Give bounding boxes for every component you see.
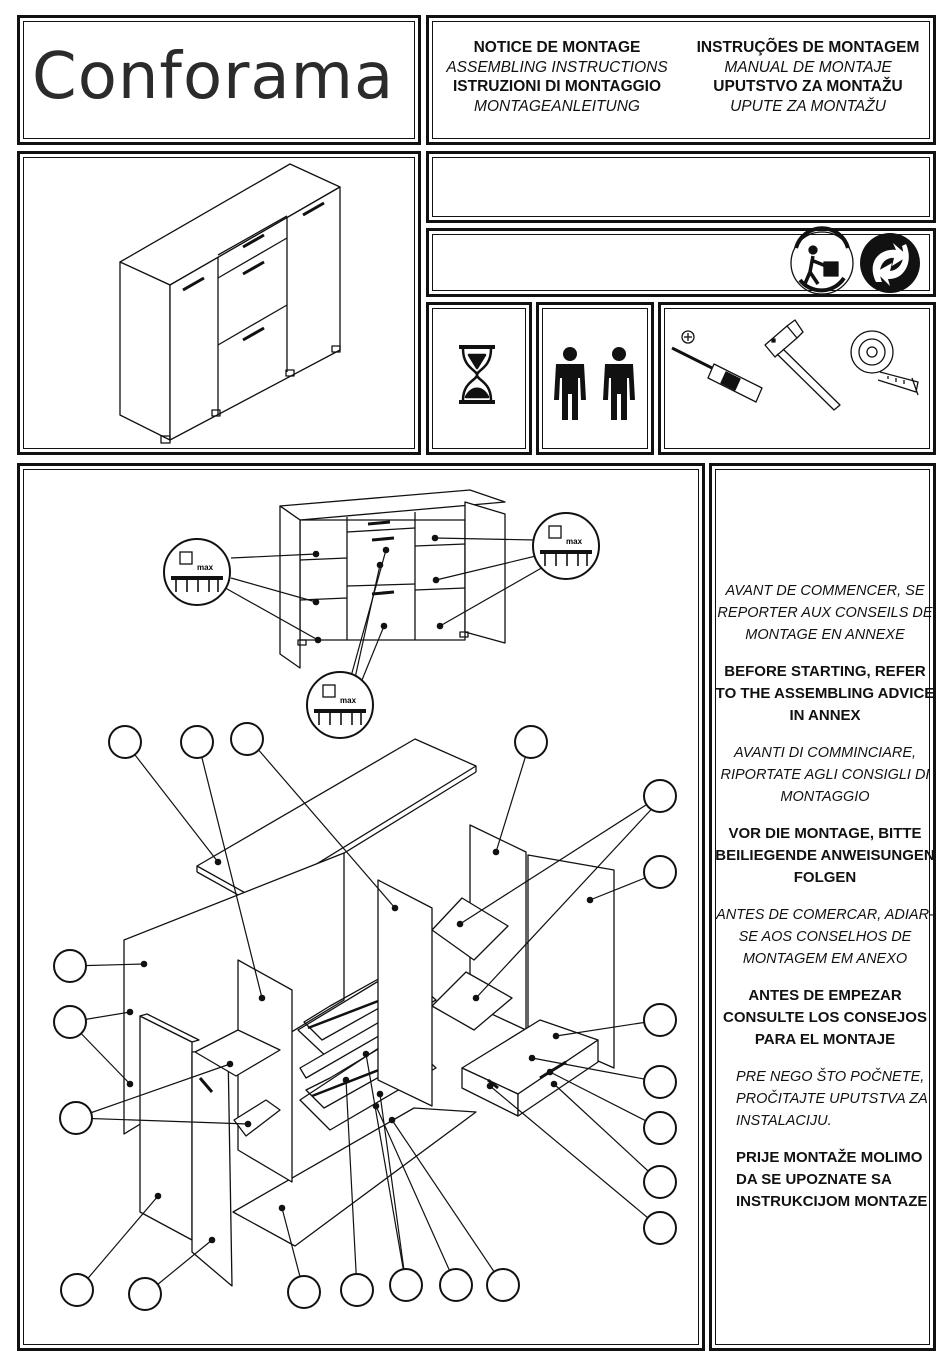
part-callout	[53, 1005, 87, 1039]
advice-es: ANTES DE EMPEZAR CONSULTE LOS CONSEJOS P…	[723, 987, 927, 1048]
part-callout	[180, 725, 214, 759]
product-box	[17, 151, 421, 455]
title-box	[426, 15, 936, 145]
part-callout	[643, 1003, 677, 1037]
part-callout	[128, 1277, 162, 1311]
part-callout	[340, 1273, 374, 1307]
part-callout	[643, 855, 677, 889]
hammer-icon	[764, 319, 841, 411]
tools-box	[658, 302, 936, 455]
cabinet-front-illustration	[279, 489, 506, 669]
title-it: ISTRUZIONI DI MONTAGGIO	[452, 78, 662, 95]
green-dot-icon	[860, 233, 920, 293]
weight-label-left: max	[197, 563, 214, 572]
tape-measure-icon	[850, 330, 919, 396]
exploded-view-box	[17, 463, 705, 1351]
advice-fr: AVANT DE COMMENCER, SE REPORTER AUX CONS…	[717, 583, 933, 643]
advice-rs: PRE NEGO ŠTO POČNETE, PROČITAJTE UPUTSTV…	[736, 1069, 928, 1129]
recycle-person-icon	[790, 226, 854, 295]
brand-logo: Conforama	[32, 40, 395, 114]
part-callout	[230, 722, 264, 756]
advice-en: BEFORE STARTING, REFER TO THE ASSEMBLING…	[715, 663, 935, 724]
part-callout	[643, 1211, 677, 1245]
part-callout	[643, 1165, 677, 1199]
title-pt: INSTRUÇÕES DE MONTAGEM	[696, 39, 920, 56]
advice-it: AVANTI DI COMMINCIARE, RIPORTATE AGLI CO…	[720, 745, 930, 805]
title-en: ASSEMBLING INSTRUCTIONS	[446, 58, 668, 76]
persons-box	[536, 302, 654, 455]
weight-label-right: max	[566, 537, 583, 546]
logo-box	[17, 15, 421, 145]
part-leader-lines	[69, 739, 661, 1295]
part-callout	[108, 725, 142, 759]
part-callout	[514, 725, 548, 759]
screwdriver-icon	[671, 330, 763, 403]
part-callout	[643, 1111, 677, 1145]
titles-col2: INSTRUÇÕES DE MONTAGEM MANUAL DE MONTAJE…	[680, 38, 936, 116]
two-persons-icon	[554, 347, 635, 420]
part-callout	[439, 1268, 473, 1302]
sideboard-illustration	[119, 163, 341, 444]
title-hr: UPUTE ZA MONTAŽU	[730, 97, 886, 115]
advice-pt: ANTES DE COMERCAR, ADIAR-SE AOS CONSELHO…	[716, 907, 934, 967]
part-callout	[287, 1275, 321, 1309]
time-box	[426, 302, 532, 455]
part-callout	[643, 1065, 677, 1099]
hourglass-icon	[459, 345, 495, 404]
advice-box	[709, 463, 936, 1351]
assembly-advice: AVANT DE COMMENCER, SE REPORTER AUX CONS…	[712, 580, 938, 1228]
recycling-box	[426, 228, 936, 297]
advice-de: VOR DIE MONTAGE, BITTE BEILIEGENDE ANWEI…	[715, 825, 935, 886]
part-callout	[59, 1101, 93, 1135]
weight-badge-bottom: max	[306, 671, 374, 739]
part-callout	[60, 1273, 94, 1307]
advice-hr: PRIJE MONTAŽE MOLIMO DA SE UPOZNATE SA I…	[736, 1149, 928, 1210]
reference-box	[426, 151, 936, 223]
part-callout	[486, 1268, 520, 1302]
title-es: MANUAL DE MONTAJE	[724, 58, 892, 76]
titles-col1: NOTICE DE MONTAGE ASSEMBLING INSTRUCTION…	[432, 38, 682, 116]
part-callout	[643, 779, 677, 813]
part-callout	[389, 1268, 423, 1302]
title-de: MONTAGEANLEITUNG	[474, 97, 640, 115]
weight-badge-left: max	[163, 538, 231, 606]
title-fr: NOTICE DE MONTAGE	[473, 39, 641, 56]
weight-leader-lines	[219, 537, 546, 681]
weight-badge-right: max	[532, 512, 600, 580]
exploded-parts	[123, 738, 615, 1287]
title-rs: UPUTSTVO ZA MONTAŽU	[713, 78, 903, 95]
weight-label-bottom: max	[340, 696, 357, 705]
part-callout	[53, 949, 87, 983]
